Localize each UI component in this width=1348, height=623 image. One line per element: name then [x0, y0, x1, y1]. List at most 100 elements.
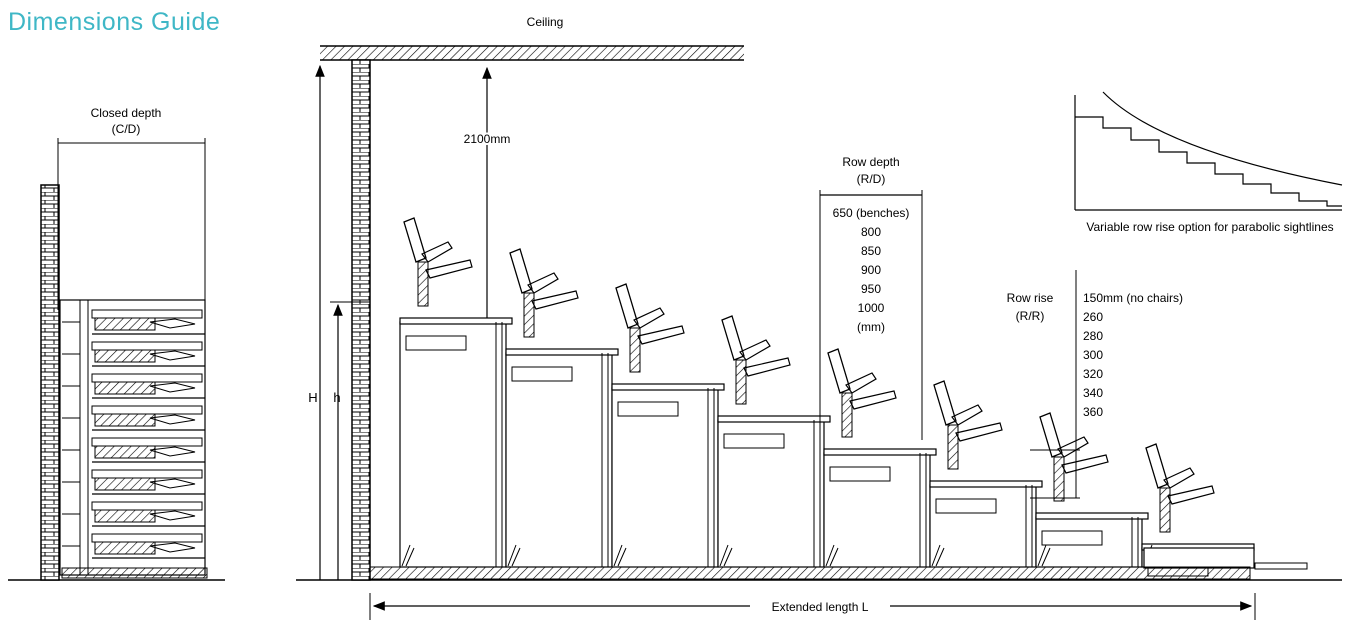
chair-back — [1145, 443, 1169, 489]
row-riser — [717, 419, 825, 568]
height-h-label: h — [333, 390, 340, 405]
chair-arm — [1057, 436, 1089, 458]
end-step — [1254, 562, 1308, 570]
row-tread — [1035, 512, 1149, 520]
chair-seat — [425, 259, 473, 279]
folded-armrest — [149, 446, 196, 457]
chair-arm — [845, 372, 877, 394]
chair-arm — [1163, 467, 1195, 489]
parabolic-inset: Variable row rise option for parabolic s… — [1074, 91, 1343, 234]
row-tread — [717, 415, 831, 423]
row-rise-option: 360 — [1083, 405, 1103, 419]
folded-armrest — [149, 478, 196, 489]
chair-back — [933, 380, 957, 426]
chair-pedestal — [417, 261, 429, 307]
chair-arm — [633, 307, 665, 329]
chair-pedestal — [947, 424, 959, 470]
row-rise-options: 150mm (no chairs) 260 280 300 320 340 360 — [1083, 291, 1183, 419]
row-rise-label: Row rise — [1007, 291, 1054, 305]
row-tread — [505, 348, 619, 356]
folded-armrest — [149, 542, 196, 553]
closed-seat-stack — [62, 300, 205, 575]
folded-armrest — [149, 350, 196, 361]
row-tread — [611, 383, 725, 391]
seating-rows — [399, 217, 1255, 577]
folded-seat — [94, 445, 156, 459]
folded-armrest — [149, 510, 196, 521]
folded-seat — [94, 349, 156, 363]
folded-seat — [94, 541, 156, 555]
row-riser — [399, 321, 507, 568]
chair-back — [615, 283, 639, 329]
folded-deck — [91, 373, 203, 383]
row-rise-option: 320 — [1083, 367, 1103, 381]
ceiling — [320, 46, 744, 60]
closed-depth-view: Closed depth (C/D) — [8, 106, 225, 581]
stepped-profile — [1075, 116, 1342, 207]
folded-seat — [94, 381, 156, 395]
chair-pedestal — [523, 292, 535, 338]
page-title: Dimensions Guide — [8, 8, 221, 36]
chair-pedestal — [629, 327, 641, 373]
row-tread — [399, 317, 513, 325]
chair-seat — [743, 357, 791, 377]
folded-seat — [94, 317, 156, 331]
row-riser — [611, 387, 719, 568]
clearance-label: 2100mm — [464, 132, 511, 146]
folded-deck — [91, 309, 203, 319]
folded-deck — [91, 533, 203, 543]
row-rise-option: 260 — [1083, 310, 1103, 324]
folded-deck — [91, 437, 203, 447]
folded-seat — [94, 413, 156, 427]
row-depth-option: 900 — [861, 263, 881, 277]
row-rise-option: 340 — [1083, 386, 1103, 400]
parabolic-caption: Variable row rise option for parabolic s… — [1086, 220, 1333, 234]
brick-wall — [351, 59, 371, 581]
chair-back — [721, 315, 745, 361]
extended-view: Ceiling H h 2100mm Row depth (R/D) 650 (… — [296, 15, 1342, 620]
row-rise-abbr: (R/R) — [1016, 309, 1045, 323]
folded-deck — [91, 469, 203, 479]
chair-back — [827, 348, 851, 394]
chair-pedestal — [1159, 487, 1171, 533]
row-riser — [505, 352, 613, 568]
row-depth-option: 800 — [861, 225, 881, 239]
row-rise-option: 300 — [1083, 348, 1103, 362]
chair-pedestal — [841, 392, 853, 438]
extended-length-label: Extended length L — [772, 600, 869, 614]
row-depth-option: 1000 — [858, 301, 885, 315]
chair-seat — [1167, 485, 1215, 505]
chair-back — [1039, 412, 1063, 458]
folded-seat — [94, 477, 156, 491]
closed-depth-label: Closed depth — [91, 106, 162, 120]
closed-base — [61, 567, 208, 579]
folded-armrest — [149, 414, 196, 425]
row-depth-abbr: (R/D) — [857, 172, 886, 186]
height-H-label: H — [308, 390, 317, 405]
chair-arm — [739, 339, 771, 361]
row-depth-option: 950 — [861, 282, 881, 296]
row-riser — [823, 452, 931, 568]
chair-seat — [637, 325, 685, 345]
row-depth-label: Row depth — [842, 155, 899, 169]
row-riser — [1035, 516, 1143, 568]
chair-back — [509, 248, 533, 294]
row-rise-option: 150mm (no chairs) — [1083, 291, 1183, 305]
row-rise-option: 280 — [1083, 329, 1103, 343]
folded-armrest — [149, 318, 196, 329]
folded-deck — [91, 501, 203, 511]
folded-deck — [91, 341, 203, 351]
chair-pedestal — [1053, 456, 1065, 502]
folded-armrest — [149, 382, 196, 393]
row-depth-option: 850 — [861, 244, 881, 258]
chair-seat — [1061, 454, 1109, 474]
brick-wall — [40, 184, 60, 581]
chair-seat — [531, 290, 579, 310]
row-tread — [823, 448, 937, 456]
folded-deck — [91, 405, 203, 415]
chair-seat — [849, 390, 897, 410]
folded-seat — [94, 509, 156, 523]
chair-seat — [955, 422, 1003, 442]
